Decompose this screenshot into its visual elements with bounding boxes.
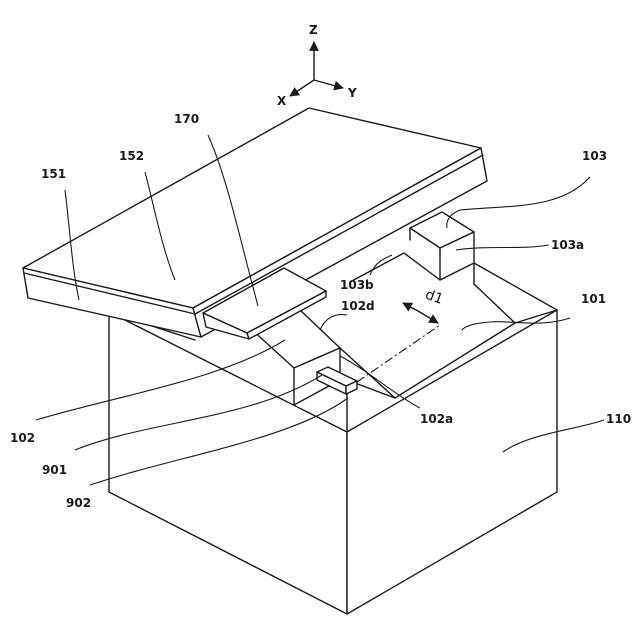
d1-arrow-front [418, 311, 438, 323]
label-103b: 103b [340, 278, 374, 292]
y-axis-arrow [314, 80, 343, 88]
z-axis-label: Z [309, 23, 318, 37]
d1-label: d1 [423, 287, 445, 308]
x-axis-label: X [277, 94, 287, 108]
label-102a: 102a [420, 412, 453, 426]
dimension-d1: d1 [403, 287, 445, 323]
optical-axis-line [357, 325, 440, 382]
label-110: 110 [606, 412, 631, 426]
base-top-back-edge [474, 263, 557, 310]
label-102: 102 [10, 431, 35, 445]
label-901: 901 [42, 463, 67, 477]
y-axis-label: Y [347, 86, 357, 100]
label-102d: 102d [341, 299, 375, 313]
recess-right-edge [474, 284, 515, 323]
label-152: 152 [119, 149, 144, 163]
coordinate-axes: Z Y X [277, 23, 357, 108]
label-103a: 103a [551, 238, 584, 252]
label-101: 101 [581, 292, 606, 306]
x-axis-arrow [290, 80, 314, 96]
leader-102d [320, 315, 347, 330]
label-170: 170 [174, 112, 199, 126]
label-151: 151 [41, 167, 66, 181]
label-902: 902 [66, 496, 91, 510]
d1-arrow-back [403, 303, 418, 311]
label-103: 103 [582, 149, 607, 163]
base-right-face [347, 310, 557, 614]
